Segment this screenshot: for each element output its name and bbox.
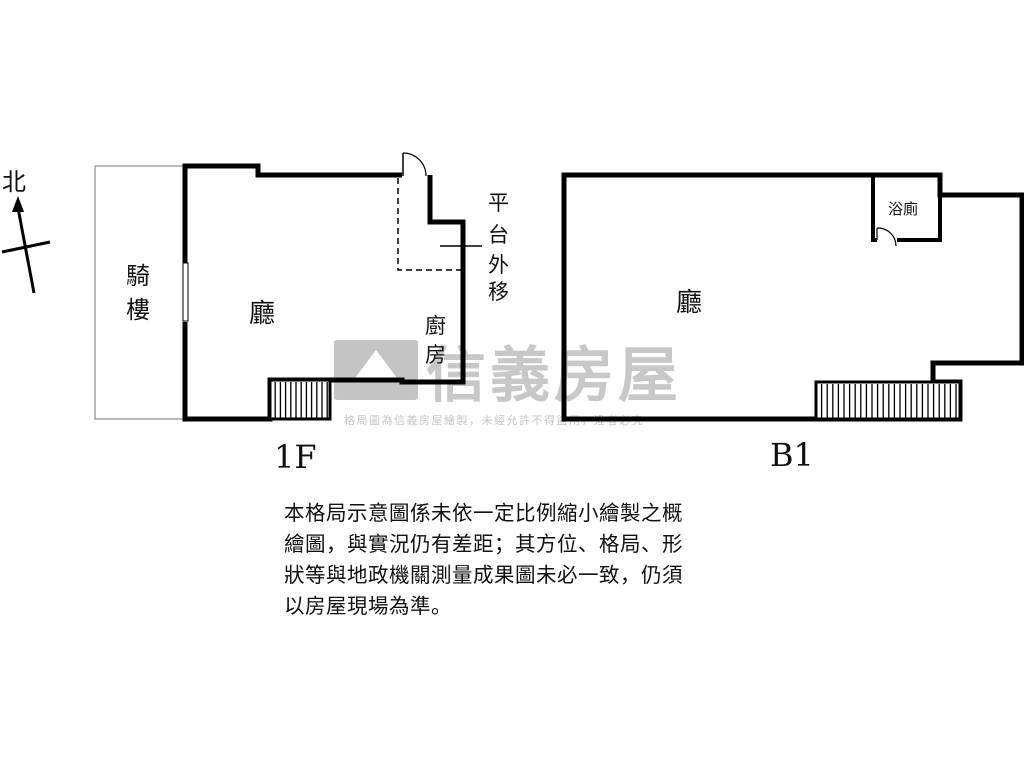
disclaimer: 本格局示意圖係未依一定比例縮小繪製之概 繪圖，與實況仍有差距；其方位、格局、形 …: [284, 498, 754, 622]
platform-note-3: 外: [488, 253, 509, 277]
north-label: 北: [2, 168, 26, 196]
watermark-brand: 信義房屋: [426, 341, 682, 411]
living-room-label-b1: 廳: [676, 288, 702, 318]
door-bathroom-icon: [876, 227, 897, 247]
compass: 北: [1, 168, 51, 294]
watermark-logo-icon: [334, 340, 418, 400]
disclaimer-line-2: 繪圖，與實況仍有差距；其方位、格局、形: [284, 532, 683, 556]
kitchen-label-1: 廚: [425, 314, 446, 338]
north-arrow-icon: [12, 196, 24, 212]
disclaimer-line-1: 本格局示意圖係未依一定比例縮小繪製之概: [284, 501, 683, 525]
arcade-label-2: 樓: [126, 296, 150, 324]
floor-label-b1: B1: [770, 436, 814, 474]
bathroom-wall: [871, 175, 942, 242]
door-1f-icon: [402, 152, 427, 177]
bathroom-label: 浴廁: [888, 200, 918, 218]
living-room-label-1f: 廳: [249, 299, 275, 329]
arcade-area: [94, 165, 185, 420]
arcade-partition: [182, 262, 189, 322]
staircase-b1: [814, 380, 962, 421]
floor-label-1f: 1F: [274, 438, 317, 476]
platform-note-2: 台: [488, 223, 509, 247]
platform-note-1: 平: [488, 191, 509, 215]
arcade-label-1: 騎: [126, 262, 150, 290]
floor-plan-b1: 浴廁 廳 B1: [561, 172, 1024, 474]
1f-outer-wall: [182, 163, 466, 422]
kitchen-label-2: 房: [425, 343, 446, 367]
staircase-1f: [268, 378, 332, 421]
watermark: 信義房屋 格局圖為信義房屋繪製，未經允許不得盜用，違者必究: [334, 340, 682, 427]
disclaimer-line-4: 以房屋現場為準。: [284, 594, 452, 618]
kitchen-dashed-boundary: [397, 178, 463, 271]
floor-plan-1f: 騎 樓 廳 廚 房 平 台 外 移 1F: [94, 152, 509, 476]
platform-note-4: 移: [488, 280, 509, 304]
disclaimer-line-3: 狀等與地政機關測量成果圖未必一致，仍須: [284, 563, 683, 587]
